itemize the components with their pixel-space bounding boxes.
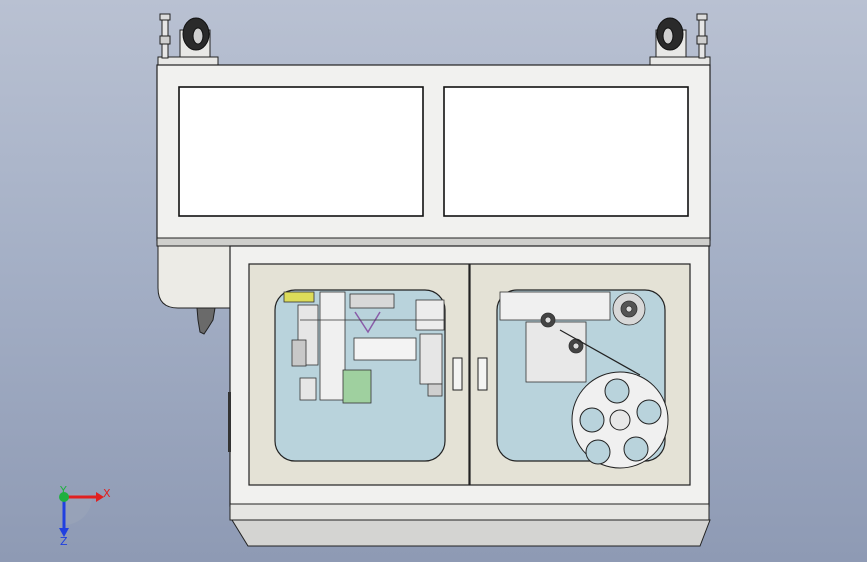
caster-hub-left (192, 27, 204, 45)
triad-x-arrow-icon (96, 492, 104, 502)
triad-z-arrow-icon (59, 528, 69, 537)
coordinate-triad: X Y Z (59, 484, 111, 548)
triad-plane (64, 493, 92, 525)
triad-x-label: X (103, 487, 111, 500)
upper-panel-left[interactable] (178, 86, 424, 217)
top-right-hardware[interactable] (649, 13, 711, 66)
leveling-foot-right-cap (696, 13, 708, 21)
leveling-foot-left-cap (159, 13, 171, 21)
upper-cabinet[interactable] (156, 64, 711, 247)
side-box[interactable] (157, 245, 231, 335)
side-hinge (228, 392, 231, 452)
leveling-foot-right-nut (696, 35, 708, 45)
right-door-handle[interactable] (477, 357, 488, 391)
upper-panel-right[interactable] (443, 86, 689, 217)
right-door[interactable] (469, 263, 691, 486)
triad-y-label: Y (59, 484, 67, 497)
lower-cabinet[interactable] (228, 245, 711, 547)
triad-z-label: Z (60, 535, 68, 548)
tape-reel-icon (571, 371, 669, 469)
left-internal-mechanism (283, 291, 445, 404)
top-left-hardware[interactable] (157, 13, 219, 66)
left-door-handle[interactable] (452, 357, 463, 391)
right-internal-mechanism (499, 291, 646, 383)
caster-hub-right (662, 27, 674, 45)
left-door[interactable] (248, 263, 470, 486)
upper-cabinet-ledge (156, 237, 711, 247)
machine-base (231, 519, 711, 547)
nozzle-icon (196, 307, 216, 335)
leveling-foot-left-nut (159, 35, 171, 45)
triad-y-axis-icon (59, 492, 69, 502)
side-box-body (157, 245, 231, 309)
lower-cabinet-plinth (229, 503, 710, 521)
